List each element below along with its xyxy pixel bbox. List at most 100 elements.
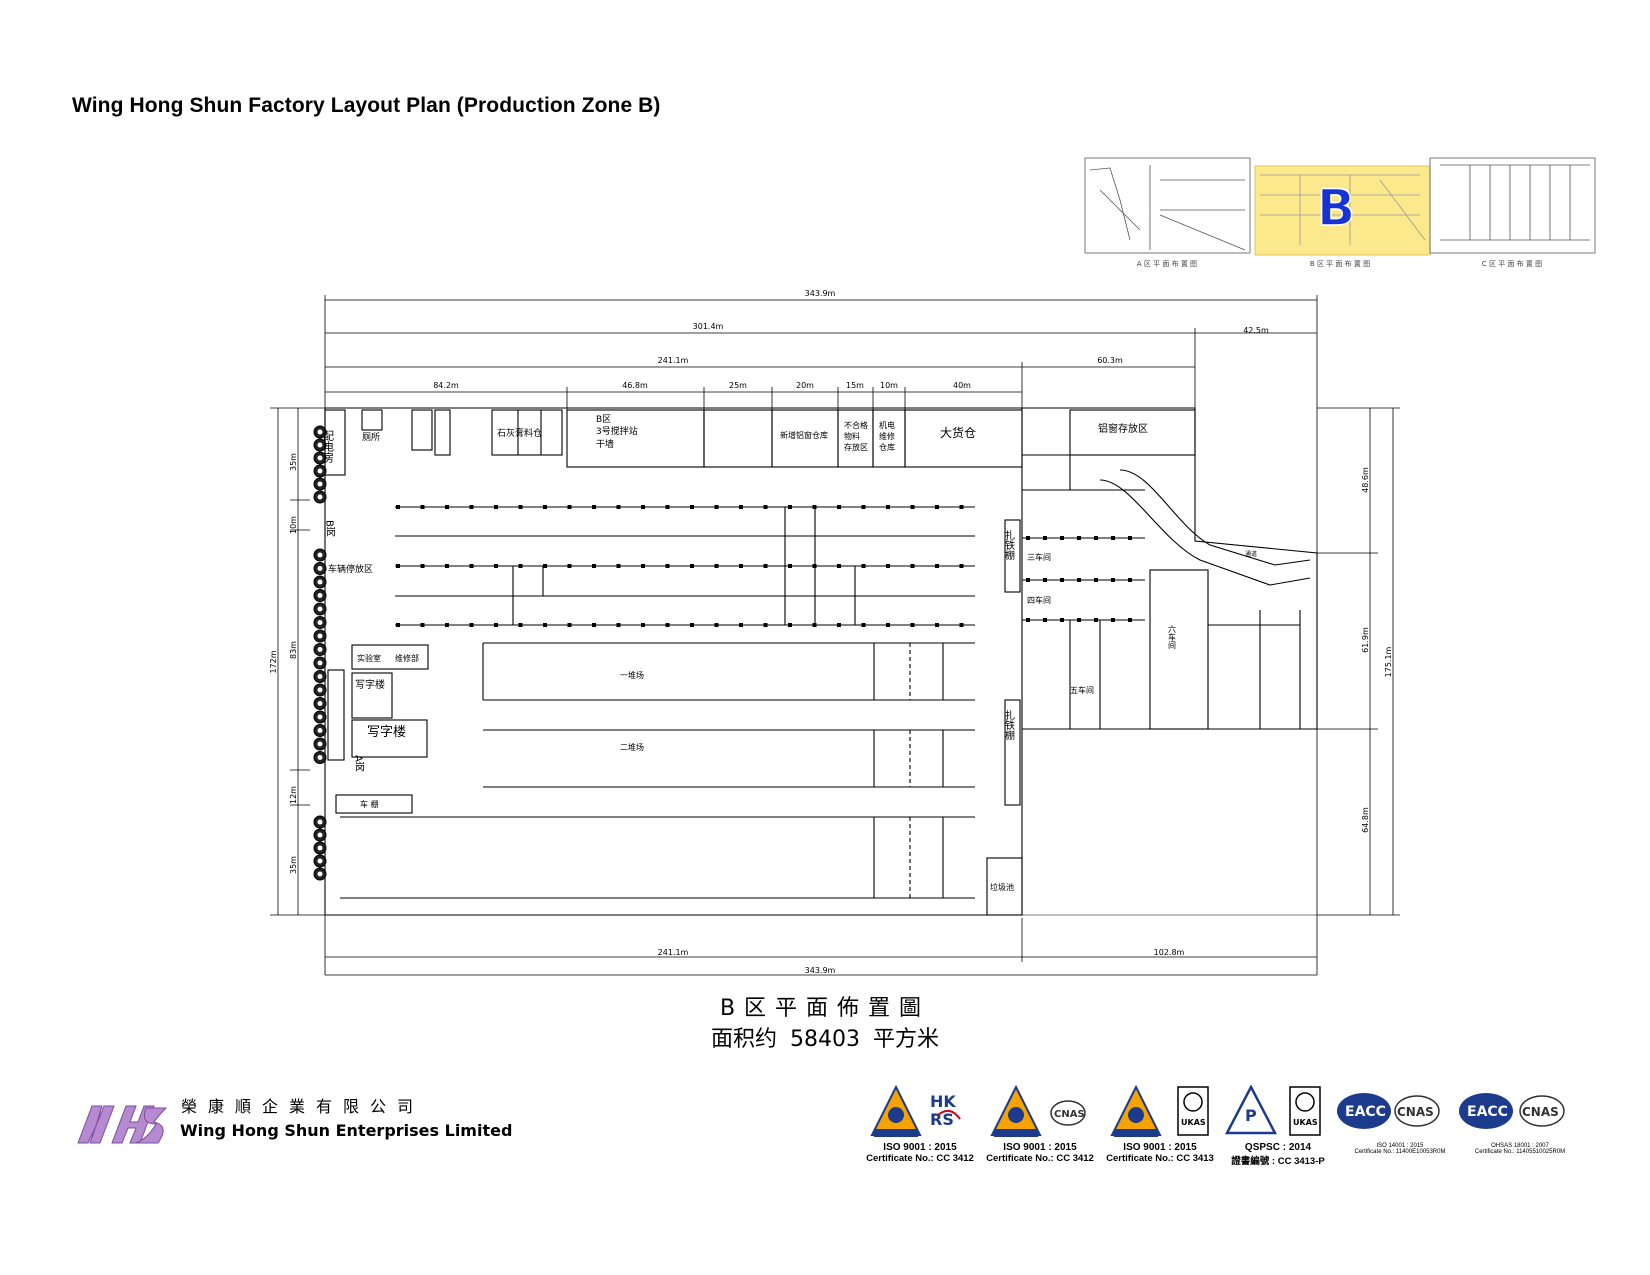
svg-text:EACC: EACC (1345, 1104, 1386, 1120)
column-marker (861, 623, 866, 627)
tree-icon-center (317, 819, 323, 825)
label-workshop5: 五车间 (1070, 685, 1094, 695)
dim-top-301: 301.4m (693, 322, 724, 331)
column-marker (1060, 618, 1064, 622)
column-marker (518, 623, 523, 627)
tree-row (313, 425, 327, 881)
column-marker (886, 623, 890, 627)
column-marker (1077, 618, 1081, 622)
room-labels: 配电房 厕所 石灰膏料仓 B区 3号搅拌站 干墙 新增铝窗仓库 不合格物料存放区… (322, 414, 1258, 892)
company-name-en: Wing Hong Shun Enterprises Limited (180, 1121, 513, 1140)
tree-icon-center (317, 714, 323, 720)
label-dry-wall: 干墙 (596, 438, 614, 450)
column-marker (886, 505, 890, 509)
plan-caption-title: B区平面佈置圖 (0, 990, 1650, 1022)
column-marker (543, 505, 547, 509)
tree-icon-center (317, 579, 323, 585)
label-reject-storage: 不合格物料存放区 (844, 420, 868, 452)
cert-text-3: ISO 9001 : 2015 Certificate No.: CC 3413 (1100, 1142, 1220, 1164)
dim-top-84: 84.2m (433, 381, 459, 390)
company-name-cn: 榮康順企業有限公司 (181, 1097, 425, 1116)
overview-map: B A 区 平 面 布 置 图 B 区 平 面 布 置 图 C 区 平 面 布 … (1084, 157, 1596, 268)
logo-w-shape (77, 1105, 115, 1144)
column-marker (837, 623, 841, 627)
tree-icon-center (317, 674, 323, 679)
tree-icon-center (317, 728, 323, 733)
column-marker (518, 564, 523, 568)
dim-bottom-102: 102.8m (1154, 948, 1185, 957)
label-power-room: 配电房 (322, 430, 335, 464)
cnas-logo-1: CNAS (1050, 1100, 1086, 1126)
cert-4-number: 證書編號 : CC 3413-P (1231, 1156, 1325, 1167)
cert-text-6: OHSAS 18001 : 2007 Certificate No.: 1140… (1460, 1143, 1580, 1155)
column-marker (1128, 578, 1132, 582)
company-logo (77, 1105, 168, 1144)
label-corridor: 通道 (1245, 550, 1257, 558)
column-marker (690, 505, 694, 509)
dim-left-35b: 35m (289, 856, 298, 874)
dim-left-12: 12m (289, 786, 298, 804)
tree-icon-center (317, 566, 323, 571)
overview-zone-letter: B (1317, 179, 1355, 237)
label-car-shed: 车 棚 (360, 799, 379, 809)
column-marker (592, 505, 596, 509)
svg-text:CNAS: CNAS (1397, 1105, 1434, 1119)
column-marker (1060, 578, 1064, 582)
column-marker (1094, 618, 1098, 622)
dimension-lines (270, 295, 1400, 976)
cert-4-standard: QSPSC : 2014 (1244, 1142, 1312, 1153)
column-marker (543, 564, 547, 568)
hkqaa-logo-3 (1110, 1085, 1162, 1137)
column-marker (567, 564, 572, 568)
svg-text:CNAS: CNAS (1522, 1105, 1559, 1119)
dim-top-25: 25m (729, 381, 747, 390)
logo-s-shape (135, 1107, 168, 1144)
column-marker (812, 564, 817, 568)
column-marker (739, 623, 743, 627)
site-outline (324, 407, 1318, 916)
tree-icon-center (317, 593, 323, 598)
tree-icon-center (317, 429, 323, 435)
logo-h-shape (111, 1105, 155, 1144)
tree-icon-center (317, 687, 323, 693)
column-marker (714, 564, 719, 568)
cert-5-number: Certificate No.: 11400E10053R0M (1354, 1149, 1446, 1155)
column-marker (494, 564, 498, 568)
column-marker (445, 623, 449, 627)
tree-icon-center (317, 552, 323, 558)
column-marker (1111, 536, 1115, 540)
dim-top-60: 60.3m (1097, 356, 1123, 365)
cert-3-number: Certificate No.: CC 3413 (1106, 1153, 1214, 1164)
dim-top-42: 42.5m (1243, 326, 1269, 335)
svg-text:RS: RS (930, 1110, 954, 1129)
dim-left-10: 10m (289, 516, 298, 534)
column-marker (861, 505, 866, 509)
eacc-logo-1: EACC (1337, 1093, 1391, 1129)
tree-icon-center (317, 845, 323, 851)
label-office1: 写字楼 (355, 678, 385, 691)
dim-top-241: 241.1m (658, 356, 689, 365)
column-marker (469, 623, 474, 627)
column-marker (812, 623, 817, 627)
tree-icon-center (317, 633, 323, 639)
column-marker (959, 564, 964, 568)
column-marker (1094, 536, 1098, 540)
column-marker (788, 505, 792, 509)
caption-area-prefix: 面积约 (710, 1027, 777, 1052)
cnas-logo-3: CNAS (1519, 1095, 1565, 1127)
label-new-window-warehouse: 新增铝窗仓库 (780, 430, 828, 440)
tree-icon-center (317, 481, 323, 487)
column-marker (910, 505, 915, 509)
column-marker (935, 505, 939, 509)
column-marker (1060, 536, 1064, 540)
column-marker (959, 505, 964, 509)
dim-top-46: 46.8m (622, 381, 648, 390)
column-marker (420, 564, 425, 568)
column-marker (641, 564, 645, 568)
column-marker (959, 623, 964, 627)
cnas-logo-2: CNAS (1394, 1095, 1440, 1127)
column-marker (518, 505, 523, 509)
dim-top-20: 20m (796, 381, 814, 390)
dim-right-48: 48.6m (1361, 467, 1370, 493)
